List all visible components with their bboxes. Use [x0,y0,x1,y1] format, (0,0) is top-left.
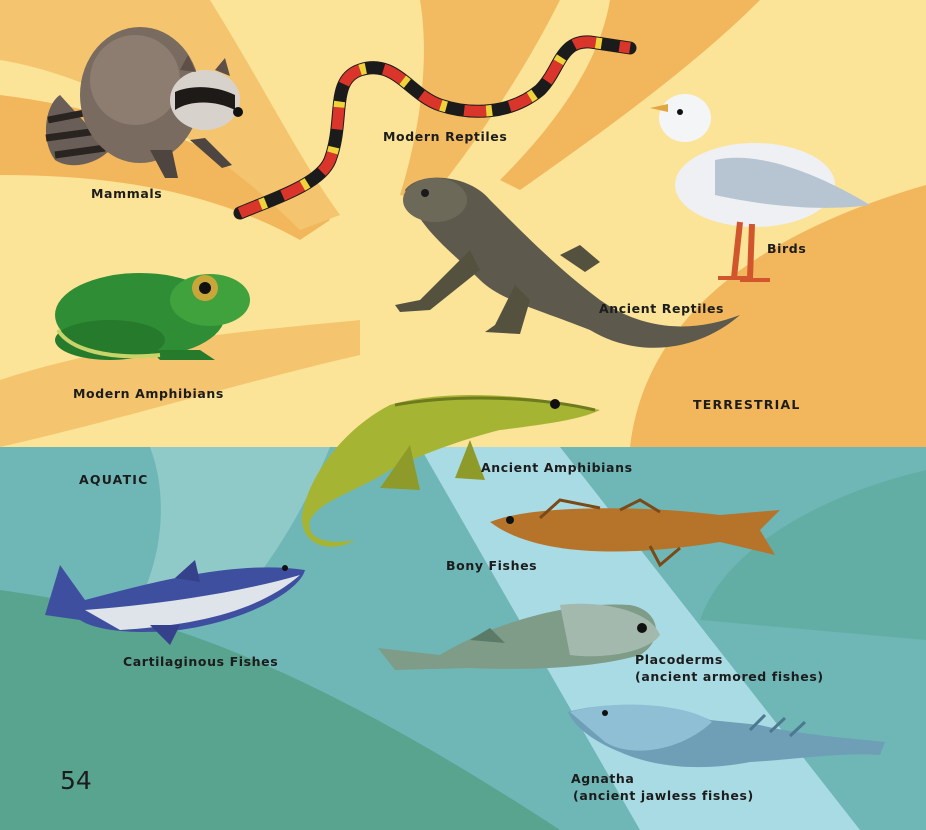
label-agnatha: Agnatha [571,771,634,786]
label-agnatha-note: (ancient jawless fishes) [573,788,754,803]
label-birds: Birds [767,241,806,256]
label-modern-reptiles: Modern Reptiles [383,129,507,144]
label-ancient-amphibians: Ancient Amphibians [481,460,633,475]
label-modern-amphibians: Modern Amphibians [73,386,224,401]
label-ancient-reptiles: Ancient Reptiles [599,301,724,316]
label-placoderms: Placoderms [635,652,723,667]
label-mammals: Mammals [91,186,162,201]
label-bony-fishes: Bony Fishes [446,558,537,573]
label-cartilaginous-fishes: Cartilaginous Fishes [123,654,278,669]
label-aquatic: AQUATIC [79,472,149,487]
label-placoderms-note: (ancient armored fishes) [635,669,824,684]
label-terrestrial: TERRESTRIAL [693,397,801,412]
page-number: 54 [60,766,92,795]
